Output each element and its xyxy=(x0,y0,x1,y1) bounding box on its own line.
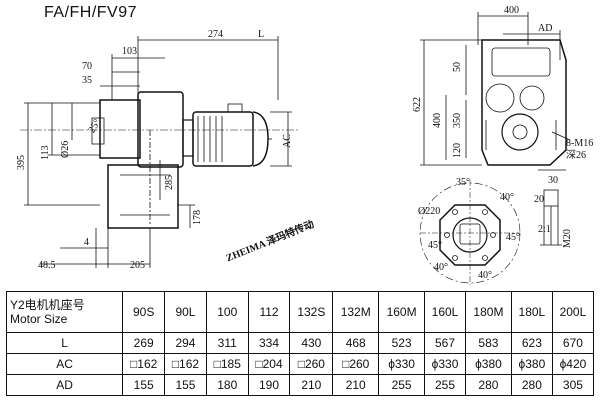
angle-40-bottom-left: 40° xyxy=(434,262,448,273)
row-label: L xyxy=(5,332,124,354)
table-cell: 430 xyxy=(289,332,334,354)
size-cell: 90S xyxy=(122,291,166,333)
dim-274: 274 xyxy=(208,29,223,40)
table-cell: 210 xyxy=(289,374,334,396)
size-cell: 200L xyxy=(551,291,595,333)
label-8-m16: 8-M16 xyxy=(566,138,593,149)
table-cell: 311 xyxy=(205,332,249,354)
dim-120: 120 xyxy=(452,143,463,158)
dim-20: 20 xyxy=(534,194,544,205)
size-cell: 132M xyxy=(332,291,380,333)
dim-395: 395 xyxy=(16,155,27,170)
table-cell: 305 xyxy=(551,374,595,396)
size-cell: 90L xyxy=(164,291,207,333)
size-cell: 160L xyxy=(424,291,467,333)
table-row: AC □162 □162 □185 □204 □260 □260 ϕ330 ϕ3… xyxy=(5,353,595,375)
table-cell: 334 xyxy=(247,332,291,354)
dim-113: 113 xyxy=(40,145,51,160)
dim-622: 622 xyxy=(412,97,423,112)
table-cell: ϕ380 xyxy=(465,353,512,375)
table-cell: 670 xyxy=(551,332,595,354)
table-row: AD 155 155 180 190 210 210 255 255 280 2… xyxy=(5,374,595,396)
thread-M20: M20 xyxy=(562,229,573,248)
table-header-row: Y2电机机座号 Motor Size 90S 90L 100 112 132S … xyxy=(5,291,595,333)
dim-205: 205 xyxy=(130,260,145,271)
table-cell: □260 xyxy=(289,353,334,375)
row-label: AC xyxy=(5,353,124,375)
table-cell: 294 xyxy=(164,332,207,354)
table-row: L 269 294 311 334 430 468 523 567 583 62… xyxy=(5,332,595,354)
table-cell: 180 xyxy=(205,374,249,396)
table-cell: 280 xyxy=(465,374,512,396)
dim-400-width: 400 xyxy=(504,5,519,16)
size-cell: 180L xyxy=(510,291,553,333)
table-cell: 210 xyxy=(332,374,380,396)
table-cell: □162 xyxy=(164,353,207,375)
angle-45-left: 45° xyxy=(428,240,442,251)
dim-48-5: 48.5 xyxy=(38,260,56,271)
angle-40-top: 40° xyxy=(500,192,514,203)
table-cell: 280 xyxy=(510,374,553,396)
row-label: AD xyxy=(5,374,124,396)
table-cell: ϕ380 xyxy=(510,353,553,375)
size-cell: 100 xyxy=(205,291,249,333)
dim-220-diameter: Ø220 xyxy=(418,206,440,217)
table-cell: 269 xyxy=(122,332,166,354)
table-cell: 583 xyxy=(465,332,512,354)
scale-2-1: 2:1 xyxy=(538,224,551,235)
watermark: ZHEIMA 泽玛特传动 xyxy=(224,217,316,264)
dim-4: 4 xyxy=(84,237,89,248)
header-label-cn: Y2电机机座号 xyxy=(10,298,85,312)
dim-AC: AC xyxy=(282,134,293,148)
table-cell: 190 xyxy=(247,374,291,396)
table-cell: 255 xyxy=(424,374,467,396)
table-cell: 155 xyxy=(164,374,207,396)
table-cell: 523 xyxy=(378,332,426,354)
table-cell: □162 xyxy=(122,353,166,375)
dim-L: L xyxy=(258,29,264,40)
dim-AD: AD xyxy=(538,23,552,34)
table-cell: 468 xyxy=(332,332,380,354)
table-cell: □185 xyxy=(205,353,249,375)
dim-26-diameter: Ø26 xyxy=(60,141,71,158)
dim-103: 103 xyxy=(122,46,137,57)
table-cell: ϕ330 xyxy=(424,353,467,375)
angle-35: 35° xyxy=(456,177,470,188)
angle-45-right: 45° xyxy=(506,232,520,243)
size-cell: 132S xyxy=(289,291,334,333)
dim-30: 30 xyxy=(548,175,558,186)
motor-size-table: Y2电机机座号 Motor Size 90S 90L 100 112 132S … xyxy=(5,291,595,396)
size-cell: 112 xyxy=(247,291,291,333)
table-cell: 155 xyxy=(122,374,166,396)
table-cell: ϕ420 xyxy=(551,353,595,375)
table-cell: □204 xyxy=(247,353,291,375)
dim-400-height: 400 xyxy=(432,113,443,128)
angle-40-bottom: 40° xyxy=(478,270,492,281)
table-cell: 567 xyxy=(424,332,467,354)
header-label-en: Motor Size xyxy=(10,312,68,326)
dim-285: 285 xyxy=(164,175,175,190)
dim-350: 350 xyxy=(452,113,463,128)
technical-drawing: ZHEIMA 泽玛特传动 274 L 103 70 35 25° 113 Ø26… xyxy=(16,5,593,285)
model-title: FA/FH/FV97 xyxy=(44,4,138,21)
dim-35: 35 xyxy=(82,75,92,86)
table-cell: ϕ330 xyxy=(378,353,426,375)
table-header-label: Y2电机机座号 Motor Size xyxy=(5,291,124,333)
table-cell: 623 xyxy=(510,332,553,354)
dim-50: 50 xyxy=(452,62,463,72)
label-depth-26: 深26 xyxy=(566,149,586,161)
table-cell: 255 xyxy=(378,374,426,396)
size-cell: 160M xyxy=(378,291,426,333)
size-cell: 180M xyxy=(465,291,512,333)
dim-178: 178 xyxy=(192,210,203,225)
dim-70: 70 xyxy=(82,61,92,72)
table-cell: □260 xyxy=(332,353,380,375)
